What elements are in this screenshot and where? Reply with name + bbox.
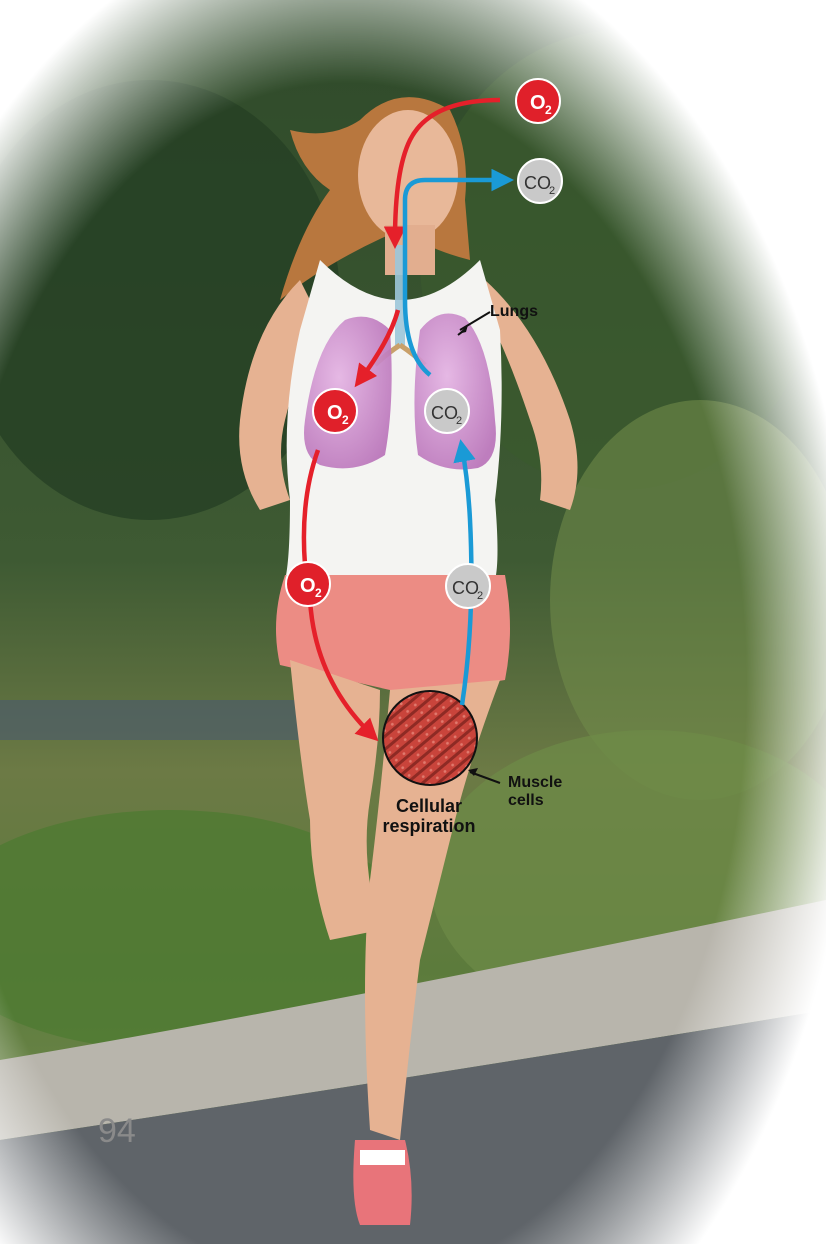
co2-badge-lung: CO 2 [425, 389, 469, 433]
oxygen-badge-top: O 2 [516, 79, 560, 123]
lungs-label: Lungs [490, 303, 538, 321]
muscle-cells-label: Muscle cells [508, 774, 562, 809]
oxygen-badge-blood: O 2 [286, 562, 330, 606]
svg-text:O: O [530, 92, 546, 114]
cellular-respiration-line1: Cellular [374, 797, 484, 817]
cellular-respiration-line2: respiration [374, 817, 484, 837]
svg-text:CO: CO [431, 403, 458, 423]
co2-badge-blood: CO 2 [446, 564, 490, 608]
svg-text:CO: CO [524, 173, 551, 193]
muscle-cells-label-line1: Muscle [508, 774, 562, 792]
svg-text:2: 2 [456, 415, 462, 427]
svg-text:2: 2 [342, 413, 349, 427]
svg-text:2: 2 [477, 590, 483, 602]
svg-text:O: O [327, 402, 343, 424]
svg-text:CO: CO [452, 578, 479, 598]
svg-text:2: 2 [545, 103, 552, 117]
co2-badge-top: CO 2 [518, 159, 562, 203]
page-number: 94 [98, 1112, 136, 1151]
svg-text:2: 2 [315, 586, 322, 600]
oxygen-badge-lung: O 2 [313, 389, 357, 433]
svg-text:O: O [300, 575, 316, 597]
cellular-respiration-label: Cellular respiration [374, 797, 484, 837]
muscle-cells-label-line2: cells [508, 792, 562, 810]
svg-text:2: 2 [549, 185, 555, 197]
